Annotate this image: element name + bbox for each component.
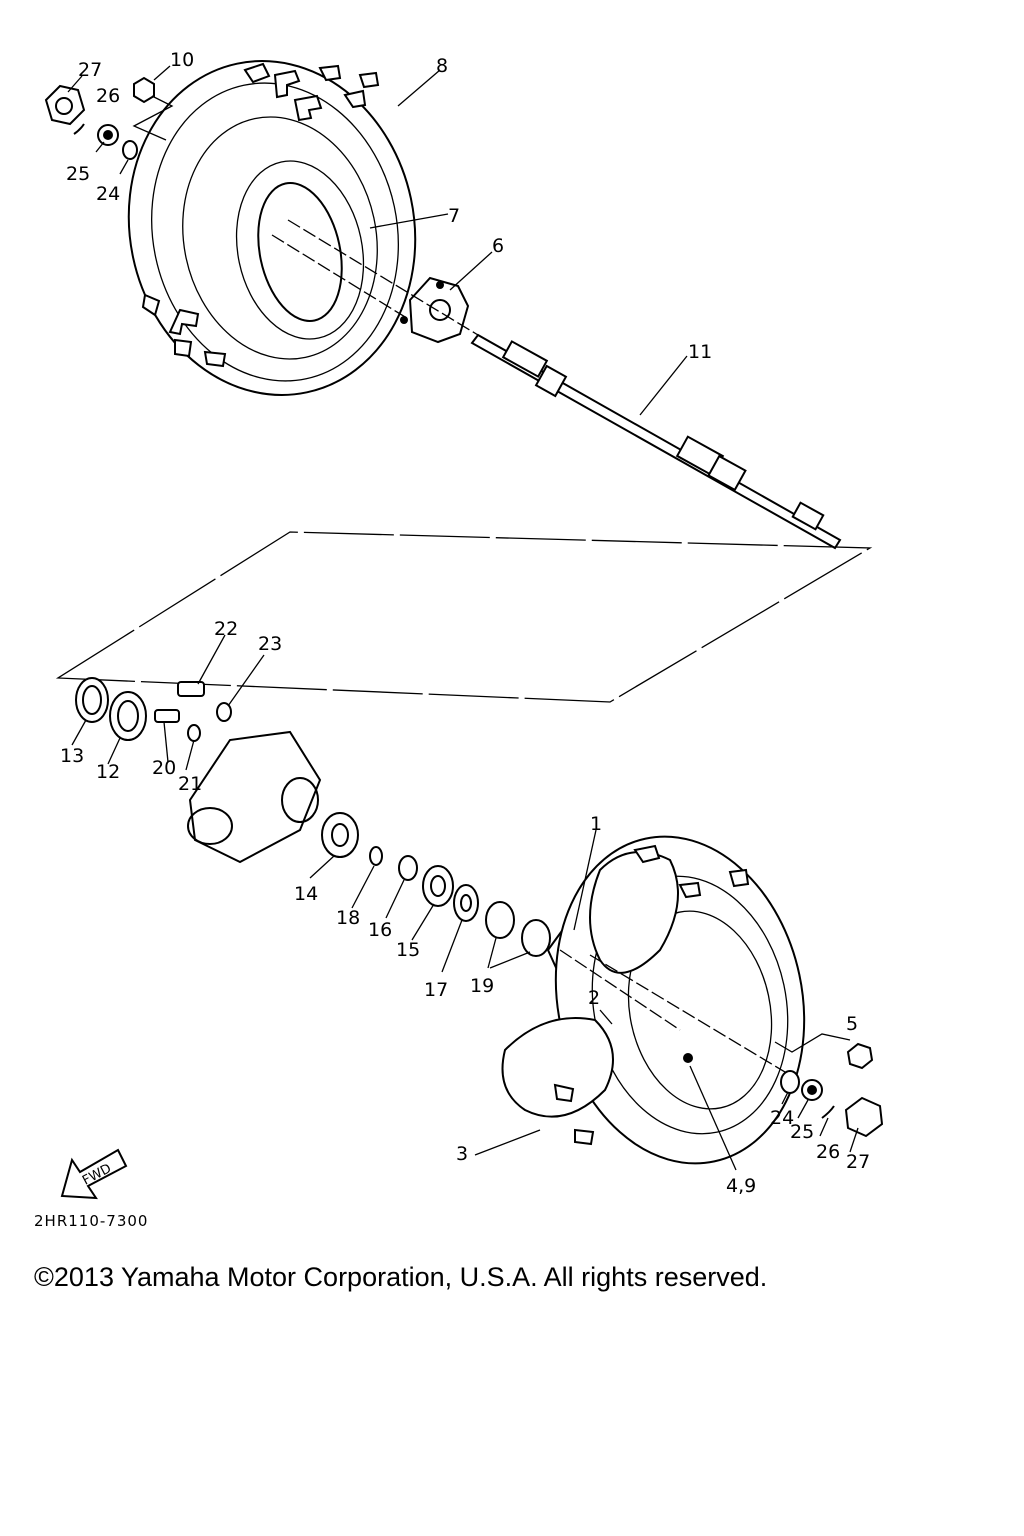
leader-lines (67, 65, 859, 1171)
part-number-labels: 8 7 6 11 10 27 26 25 24 22 23 13 12 20 2… (34, 49, 870, 1230)
label-part-24-bottom: 24 (770, 1107, 794, 1129)
label-part-14: 14 (294, 883, 318, 905)
lower-nut-assembly (683, 1033, 884, 1138)
label-part-11: 11 (688, 341, 712, 363)
diagram-code: 2HR110-7300 (34, 1212, 148, 1230)
label-part-15: 15 (396, 939, 420, 961)
label-part-7: 7 (448, 205, 460, 227)
exploded-parts-diagram: FWD 8 7 6 11 10 (34, 49, 884, 1230)
lower-wheel-tire (501, 835, 806, 1165)
label-part-2: 2 (588, 987, 600, 1009)
label-part-1: 1 (590, 813, 602, 835)
label-part-20: 20 (152, 757, 176, 779)
rear-axle (470, 333, 842, 550)
label-part-25-top: 25 (66, 163, 90, 185)
label-part-3: 3 (456, 1143, 468, 1165)
label-part-26-top: 26 (96, 85, 120, 107)
fwd-arrow: FWD (60, 1148, 128, 1200)
label-part-10: 10 (170, 49, 194, 71)
label-part-27-bottom: 27 (846, 1151, 870, 1173)
label-part-18: 18 (336, 907, 360, 929)
label-part-27-top: 27 (78, 59, 102, 81)
differential-components (75, 677, 598, 978)
label-part-24-top: 24 (96, 183, 120, 205)
label-part-12: 12 (96, 761, 120, 783)
label-part-8: 8 (436, 55, 448, 77)
label-part-26-bottom: 26 (816, 1141, 840, 1163)
label-part-19: 19 (470, 975, 494, 997)
copyright-notice: ©2013 Yamaha Motor Corporation, U.S.A. A… (34, 1262, 768, 1292)
label-part-16: 16 (368, 919, 392, 941)
label-part-6: 6 (492, 235, 504, 257)
label-part-4-9: 4,9 (726, 1175, 756, 1197)
label-part-5: 5 (846, 1013, 858, 1035)
upper-wheel-tire (127, 60, 417, 396)
label-part-17: 17 (424, 979, 448, 1001)
label-part-13: 13 (60, 745, 84, 767)
upper-nut-assembly (44, 76, 174, 160)
label-part-21: 21 (178, 773, 202, 795)
label-part-22: 22 (214, 618, 238, 640)
wheel-hub (400, 276, 470, 344)
label-part-25-bottom: 25 (790, 1121, 814, 1143)
label-part-23: 23 (258, 633, 282, 655)
